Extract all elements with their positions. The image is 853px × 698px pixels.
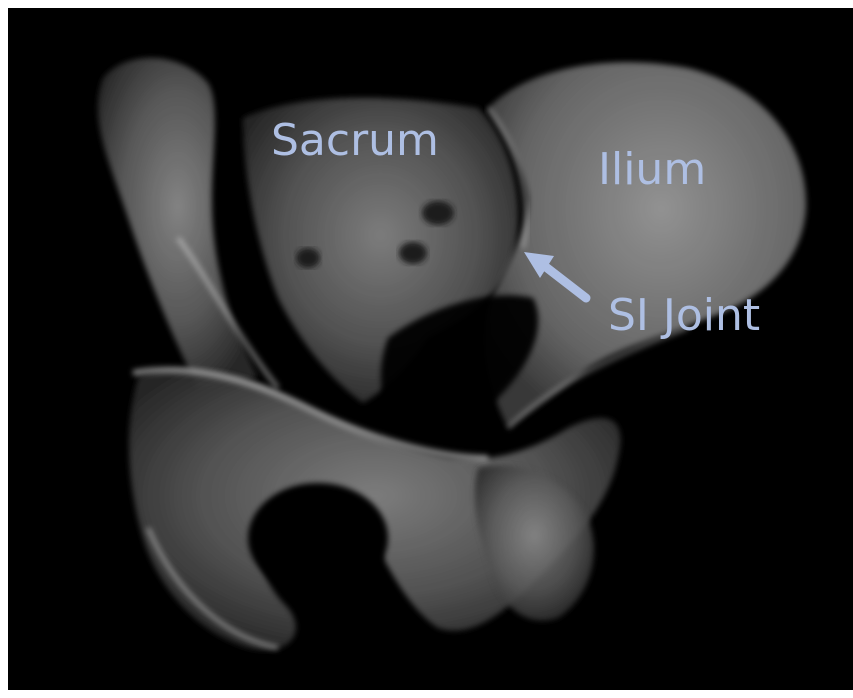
- si-joint-label: SI Joint: [608, 294, 760, 338]
- right-ilium-shape: [484, 62, 806, 428]
- ilium-label: Ilium: [598, 148, 706, 192]
- sacrum-label: Sacrum: [271, 119, 439, 163]
- sacral-foramen: [296, 248, 320, 268]
- pelvis-image: Sacrum Ilium SI Joint: [8, 8, 853, 690]
- sacral-foramen: [399, 242, 427, 264]
- left-ilium-wing: [98, 58, 258, 388]
- sacral-foramen: [422, 201, 454, 225]
- pelvis-illustration: [8, 8, 853, 690]
- obturator-foramen: [248, 483, 388, 593]
